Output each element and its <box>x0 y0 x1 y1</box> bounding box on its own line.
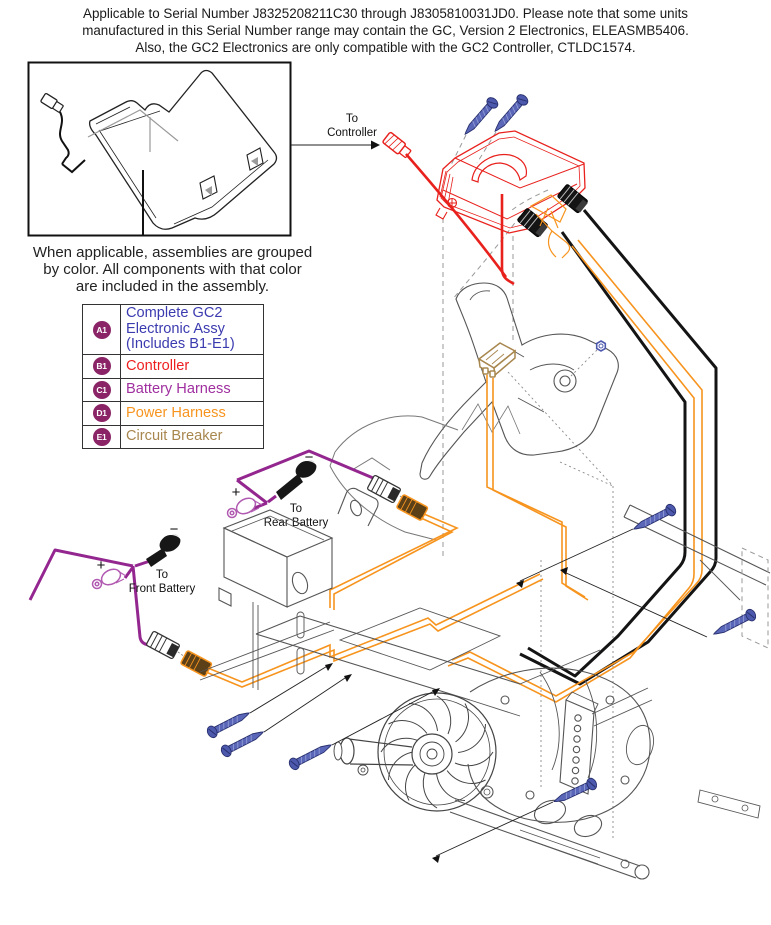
rear-battery-plus-sign: + <box>232 484 241 501</box>
serial-note-line3: Also, the GC2 Electronics are only compa… <box>135 39 636 55</box>
motor-fan <box>333 692 497 812</box>
to-front-battery-label-line2: Front Battery <box>129 583 196 595</box>
grouping-note: When applicable, assemblies are grouped … <box>0 244 345 295</box>
rear-battery-harness: + − To Rear Battery <box>226 449 459 610</box>
front-battery-pos-boot <box>91 568 127 590</box>
frame-screw-left-1 <box>204 707 253 740</box>
legend-badge-b1: B1 <box>92 357 111 376</box>
dashed-alignment-guides <box>442 131 614 838</box>
circuit-breaker-wires <box>486 375 589 601</box>
circuit-breaker <box>477 342 517 378</box>
legend-label-c1: Battery Harness <box>126 381 231 398</box>
harness-connector-black-1 <box>557 184 588 214</box>
mounting-screw-top-1 <box>460 94 501 139</box>
to-controller-arrowhead <box>371 140 380 150</box>
shroud-cover-outline <box>88 69 278 230</box>
legend-badge-e1: E1 <box>92 428 111 447</box>
front-battery-plus-sign: + <box>97 557 106 574</box>
rear-battery-neg-boot <box>276 460 318 500</box>
assembly-legend-table: A1 Complete GC2 Electronic Assy (Include… <box>82 304 264 450</box>
frame-screw-left-2 <box>218 726 267 759</box>
right-frame <box>623 504 771 649</box>
to-controller-label-line1: To <box>346 113 358 125</box>
inset-box-border <box>27 61 292 237</box>
legend-label-b1: Controller <box>126 357 190 374</box>
legend-badge-c1: C1 <box>92 380 111 399</box>
power-harness-plug <box>529 194 571 259</box>
rear-shroud <box>419 282 619 480</box>
serial-number-note: Applicable to Serial Number J8325208211C… <box>0 6 771 56</box>
grouping-note-line1: When applicable, assemblies are grouped <box>32 244 313 261</box>
mounting-screw-top-2 <box>490 91 531 136</box>
frame-screw-left-3 <box>286 739 335 772</box>
frame-screw-bottom <box>551 776 599 808</box>
controller-unit <box>435 130 586 234</box>
legend-label-e1: Circuit Breaker <box>126 428 223 445</box>
legend-label-d1: Power Harness <box>126 404 226 421</box>
rear-power-connector <box>396 494 429 521</box>
grouping-note-line3: are included in the assembly. <box>75 277 270 295</box>
legend-row-d1: D1 Power Harness <box>83 402 263 426</box>
shroud-hub <box>553 369 577 393</box>
to-rear-battery-label-line1: To <box>290 503 302 515</box>
axle-arm <box>449 789 761 880</box>
rear-battery-connector <box>367 474 401 504</box>
to-front-battery-label-line1: To <box>156 569 168 581</box>
controller-cable <box>405 153 508 278</box>
front-battery-minus-sign: − <box>170 521 179 538</box>
front-shroud-fragment <box>329 415 459 541</box>
to-controller-label-line2: Controller <box>327 127 377 139</box>
rear-battery-minus-sign: − <box>305 449 314 466</box>
mounting-screws-lower <box>204 502 759 863</box>
front-battery-neg-boot <box>146 534 182 567</box>
frame-screw-right-1 <box>630 502 679 535</box>
legend-row-c1: C1 Battery Harness <box>83 378 263 403</box>
legend-row-e1: E1 Circuit Breaker <box>83 425 263 449</box>
legend-label-a1: Complete GC2 Electronic Assy (Includes B… <box>126 305 235 353</box>
front-battery-harness: + − To Front Battery <box>28 521 544 688</box>
legend-badge-a1: A1 <box>92 320 111 339</box>
holes-bracket <box>559 687 653 795</box>
legend-row-b1: B1 Controller <box>83 355 263 379</box>
cover-ghost-guide <box>87 109 179 152</box>
gearbox <box>467 667 655 838</box>
cover-feet-tabs <box>199 147 264 200</box>
legend-badge-d1: D1 <box>92 404 111 423</box>
serial-note-line1: Applicable to Serial Number J8325208211C… <box>83 6 688 21</box>
front-battery-connector <box>146 630 180 660</box>
battery-tray <box>218 487 379 608</box>
power-harness-main-run <box>447 209 718 703</box>
frame-rails <box>199 602 601 717</box>
motor-shaft <box>348 738 414 766</box>
controller-wire-loop <box>500 194 515 286</box>
serial-note-line2: manufactured in this Serial Number range… <box>82 22 689 38</box>
shroud-nut <box>570 340 607 377</box>
frame-screw-right-2 <box>710 607 759 640</box>
front-power-connector <box>180 650 213 677</box>
cover-inset-box <box>27 61 292 237</box>
grouping-note-line2: by color. All components with that color <box>43 260 302 278</box>
to-controller-callout: To Controller <box>291 113 380 150</box>
rear-battery-pos-boot <box>226 497 263 519</box>
legend-row-a1: A1 Complete GC2 Electronic Assy (Include… <box>83 305 263 355</box>
cover-cable <box>40 92 144 235</box>
